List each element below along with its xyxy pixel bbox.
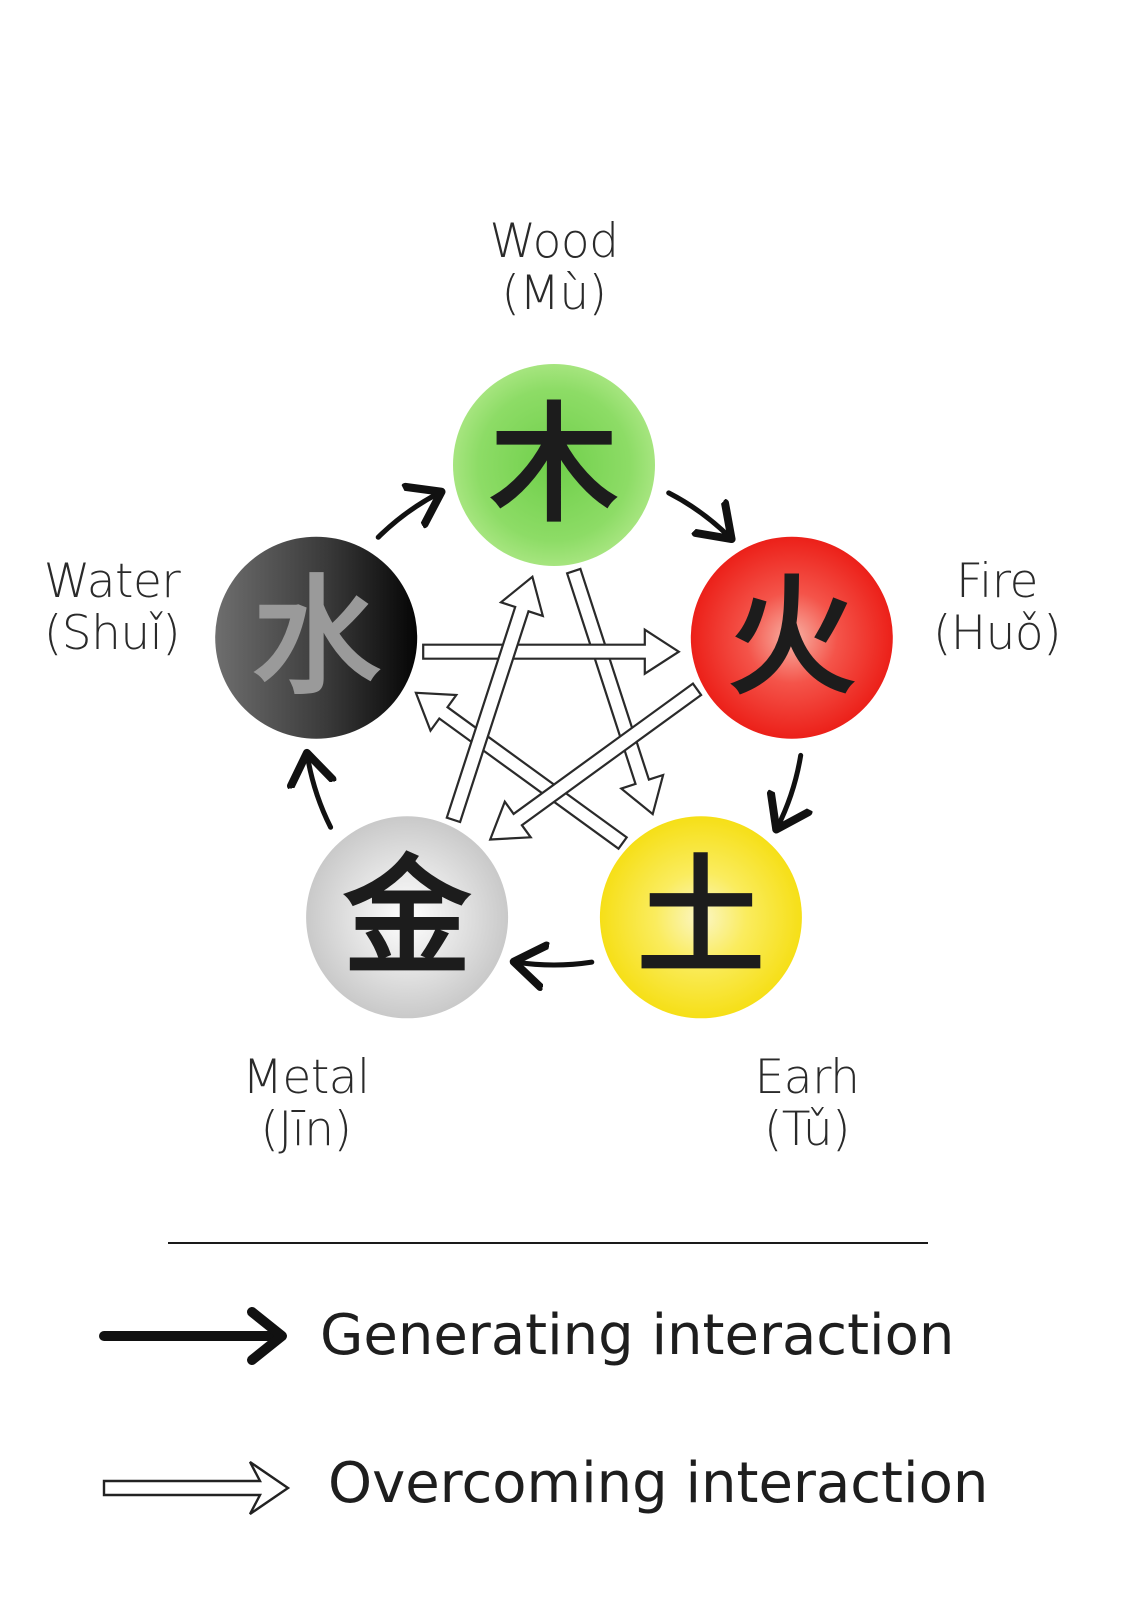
water-pinyin: (Shuǐ) [43,606,181,661]
label-wood: Wood (Mù) [454,216,654,320]
overcoming-arrow-earth-to-water [414,691,629,851]
overcoming-arrow-fire-to-metal [488,682,703,841]
legend-generating-arrow-icon [99,1307,287,1365]
generating-arrow-earth-to-metal [516,962,595,965]
legend-overcoming-label: Overcoming interaction [328,1451,989,1516]
overcoming-arrow-water-to-fire [422,627,681,676]
legend-generating-label: Generating interaction [320,1303,955,1368]
label-water: Water (Shuǐ) [22,556,202,660]
element-circle-water [215,536,418,739]
metal-name: Metal [242,1050,370,1105]
element-node-metal: 金 [306,816,509,1019]
generating-arrow-wood-to-fire [666,490,730,537]
generating-arrow-fire-to-earth [777,752,800,827]
element-node-wood: 木 [453,364,655,566]
fire-pinyin: (Huǒ) [932,606,1062,661]
element-circle-earth [599,816,802,1019]
element-circle-fire [690,536,893,739]
earth-pinyin: (Tǔ) [763,1102,851,1157]
overcoming-arrow-metal-to-wood [445,574,545,824]
legend-overcoming-arrow-icon [102,1461,291,1515]
element-circle-metal [306,816,509,1019]
water-name: Water [43,554,181,609]
element-node-water: 水 [215,536,418,739]
wood-pinyin: (Mù) [501,266,607,321]
element-glyph-water: 水 [252,564,381,713]
element-glyph-wood: 木 [490,391,618,540]
overcoming-arrow-wood-to-earth [565,567,665,817]
generating-arrow-metal-to-water [307,755,330,830]
element-circle-wood [453,364,655,566]
label-metal: Metal (Jīn) [216,1052,396,1156]
element-glyph-earth: 土 [637,843,765,992]
label-earth: Earh (Tǔ) [722,1052,892,1156]
element-node-fire: 火 [690,536,893,739]
label-fire: Fire (Huǒ) [912,556,1082,660]
generating-arrow-water-to-wood [375,493,439,540]
metal-pinyin: (Jīn) [260,1102,352,1157]
earth-name: Earh [754,1050,860,1105]
fire-name: Fire [956,554,1038,609]
wood-name: Wood [489,214,619,269]
element-glyph-fire: 火 [728,564,856,713]
element-glyph-metal: 金 [342,843,472,992]
element-node-earth: 土 [599,816,802,1019]
